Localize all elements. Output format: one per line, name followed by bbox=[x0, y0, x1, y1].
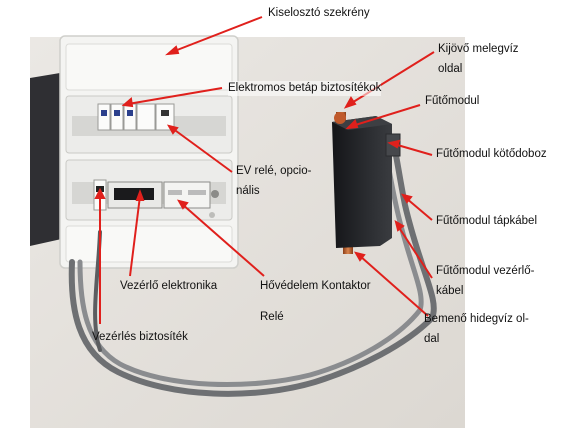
distribution-cabinet bbox=[59, 35, 239, 269]
label-vezerles-biztositek: Vezérlés biztosíték bbox=[92, 331, 188, 343]
label-bemeno-line2: dal bbox=[424, 333, 440, 345]
label-kijovo-line1: Kijövő melegvíz bbox=[438, 43, 519, 55]
label-tapkabel: Fűtőmodul tápkábel bbox=[436, 215, 538, 227]
label-futomodul: Fűtőmodul bbox=[425, 95, 480, 107]
label-betap: Elektromos betáp biztosítékok bbox=[228, 81, 382, 96]
label-kotodoboz: Fűtőmodul kötődoboz bbox=[436, 148, 547, 160]
label-ev-rele-line2: nális bbox=[236, 185, 260, 197]
label-vezerlo-kabel-line2: kábel bbox=[436, 285, 464, 297]
heating-module bbox=[332, 112, 401, 254]
label-kiseloszto: Kiselosztó szekrény bbox=[268, 7, 370, 19]
controller-row bbox=[93, 179, 219, 218]
supply-breakers bbox=[97, 103, 175, 131]
label-kijovo-line2: oldal bbox=[438, 63, 463, 75]
left-dark-panel bbox=[30, 72, 66, 246]
label-vezerlo-elektronika: Vezérlő elektronika bbox=[120, 280, 218, 292]
label-vezerlo-kabel-line1: Fűtőmodul vezérlő- bbox=[436, 265, 535, 277]
label-hovedelem-line1: Hővédelem Kontaktor bbox=[260, 280, 371, 292]
label-hovedelem-line2: Relé bbox=[260, 311, 284, 323]
label-ev-rele-line1: EV relé, opcio- bbox=[236, 165, 312, 177]
label-bemeno-line1: Bemenő hidegvíz ol- bbox=[424, 313, 529, 325]
